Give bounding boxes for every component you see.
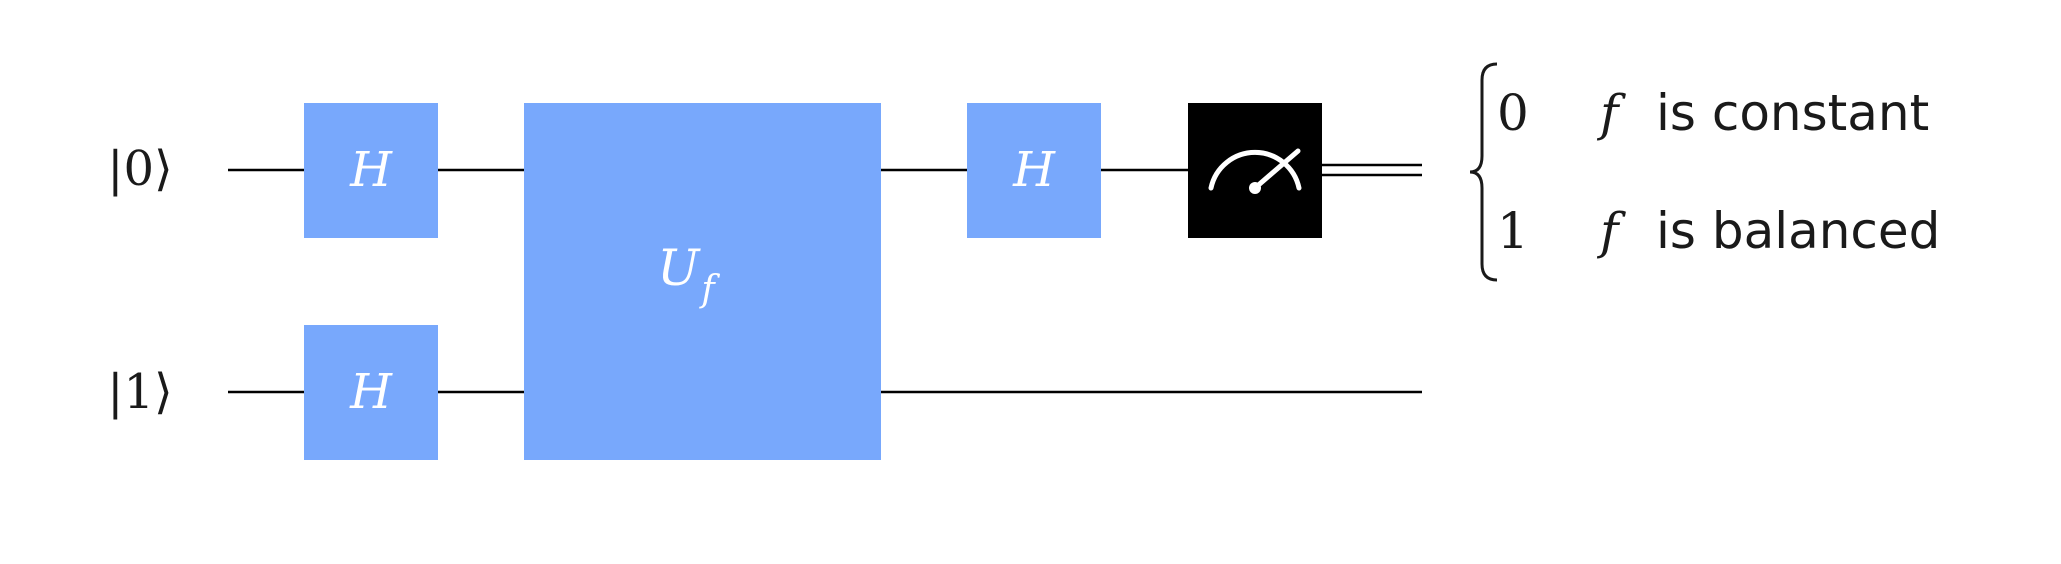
hadamard-gate-q0-first: H (304, 103, 438, 238)
hadamard-label: H (1012, 142, 1056, 198)
outcome-var: f (1596, 84, 1626, 142)
wires (228, 163, 1422, 394)
outcome-text: is balanced (1656, 202, 1940, 260)
outcome-value: 1 (1497, 202, 1529, 260)
hadamard-label: H (349, 142, 393, 198)
outcome-row-constant: 0 f is constant (1497, 84, 1929, 142)
meter-icon (1208, 148, 1302, 191)
outcome-var: f (1596, 202, 1626, 260)
outcome-row-balanced: 1 f is balanced (1497, 202, 1940, 260)
qubit-label-1: |1⟩ (107, 364, 172, 420)
outcome-text: is constant (1656, 84, 1929, 142)
hadamard-gate-q1: H (304, 325, 438, 460)
meter-pivot (1249, 182, 1261, 194)
qubit-label-0: |0⟩ (107, 141, 172, 197)
hadamard-label: H (349, 364, 393, 420)
outcome-brace (1469, 62, 1498, 282)
oracle-gate: Uf (524, 103, 881, 460)
measurement-gate (1188, 103, 1322, 238)
hadamard-gate-q0-second: H (967, 103, 1101, 238)
outcome-value: 0 (1497, 84, 1529, 142)
